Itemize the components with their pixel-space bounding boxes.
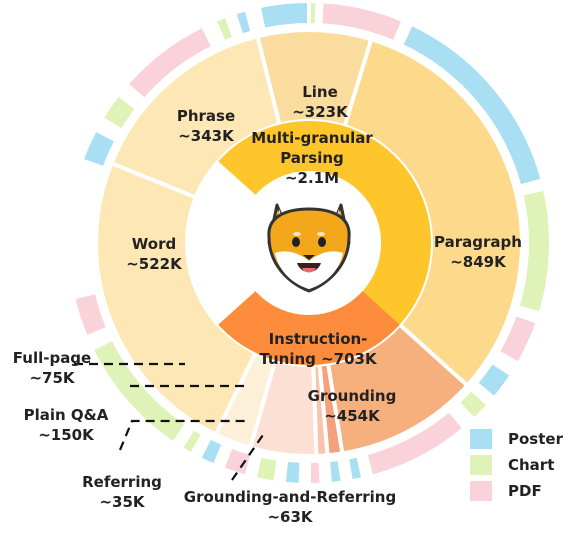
outer-arc-chart <box>211 13 238 45</box>
grounding-and-referring-label: Grounding-and-Referring~63K <box>184 488 396 526</box>
outer-arc-poster <box>473 358 515 402</box>
outer-arc-pdf <box>307 458 324 488</box>
outer-arc-pdf <box>219 443 256 480</box>
outer-arc-poster <box>325 456 345 487</box>
outer-arc-chart <box>307 0 320 28</box>
outer-arc-pdf <box>70 289 111 341</box>
outer-arc-chart <box>178 425 207 458</box>
instruction-tuning-ring <box>218 291 400 365</box>
legend-item-poster: Poster <box>470 426 578 452</box>
phrase-segment <box>108 33 282 200</box>
grounding-and-referring-leader-line <box>231 431 266 481</box>
phrase-segment-label: Phrase~343K <box>177 107 235 145</box>
shiba-dog-face-icon <box>267 203 351 293</box>
fullpage-label: Full-page~75K <box>13 349 91 387</box>
outer-arc-poster <box>281 457 304 487</box>
outer-arc-chart <box>98 91 141 134</box>
source-type-ring <box>70 0 553 488</box>
outer-arc-poster <box>231 6 256 39</box>
grounding-segment-label: Grounding~454K <box>308 387 397 425</box>
outer-arc-chart <box>252 453 281 485</box>
outer-arc-pdf <box>495 311 541 367</box>
outer-arc-chart <box>88 335 190 447</box>
paragraph-segment-label: Paragraph~849K <box>434 233 522 271</box>
referring-label: Referring~35K <box>82 473 162 511</box>
core-ring <box>218 120 431 365</box>
task-segment-ring <box>94 28 524 458</box>
callout-leaders <box>74 362 266 481</box>
outer-arc-chart <box>454 386 492 423</box>
callout-labels: Full-page~75K Plain Q&A~150K Referring~3… <box>13 349 396 526</box>
outer-arc-pdf <box>362 407 468 480</box>
referring-leader-line <box>118 419 245 451</box>
outer-arc-poster <box>256 0 311 33</box>
legend-label-poster: Poster <box>508 430 563 448</box>
legend: Poster Chart PDF <box>470 426 578 504</box>
instruction-tuning-label: Instruction-Tuning ~703K <box>259 330 378 368</box>
multi-granular-parsing-ring <box>218 120 431 365</box>
plainqa-label: Plain Q&A~150K <box>24 406 109 444</box>
line-segment-label: Line~323K <box>292 83 349 121</box>
legend-swatch-poster <box>470 429 492 449</box>
word-segment-label: Word~522K <box>126 235 183 273</box>
outer-arc-pdf <box>318 0 407 45</box>
outer-arc-pdf <box>123 22 217 103</box>
outer-arc-poster <box>196 434 227 469</box>
legend-item-chart: Chart <box>470 452 578 478</box>
legend-swatch-chart <box>470 455 492 475</box>
outer-arc-chart <box>514 186 553 317</box>
outer-arc-poster <box>79 126 120 172</box>
legend-label-pdf: PDF <box>508 482 542 500</box>
word-segment <box>94 160 259 438</box>
legend-swatch-pdf <box>470 481 492 501</box>
legend-item-pdf: PDF <box>470 478 578 504</box>
legend-label-chart: Chart <box>508 456 555 474</box>
outer-arc-poster <box>344 453 366 484</box>
outer-arc-poster <box>398 21 546 190</box>
segment-labels: Line~323K Paragraph~849K Word~522K Phras… <box>126 83 522 425</box>
